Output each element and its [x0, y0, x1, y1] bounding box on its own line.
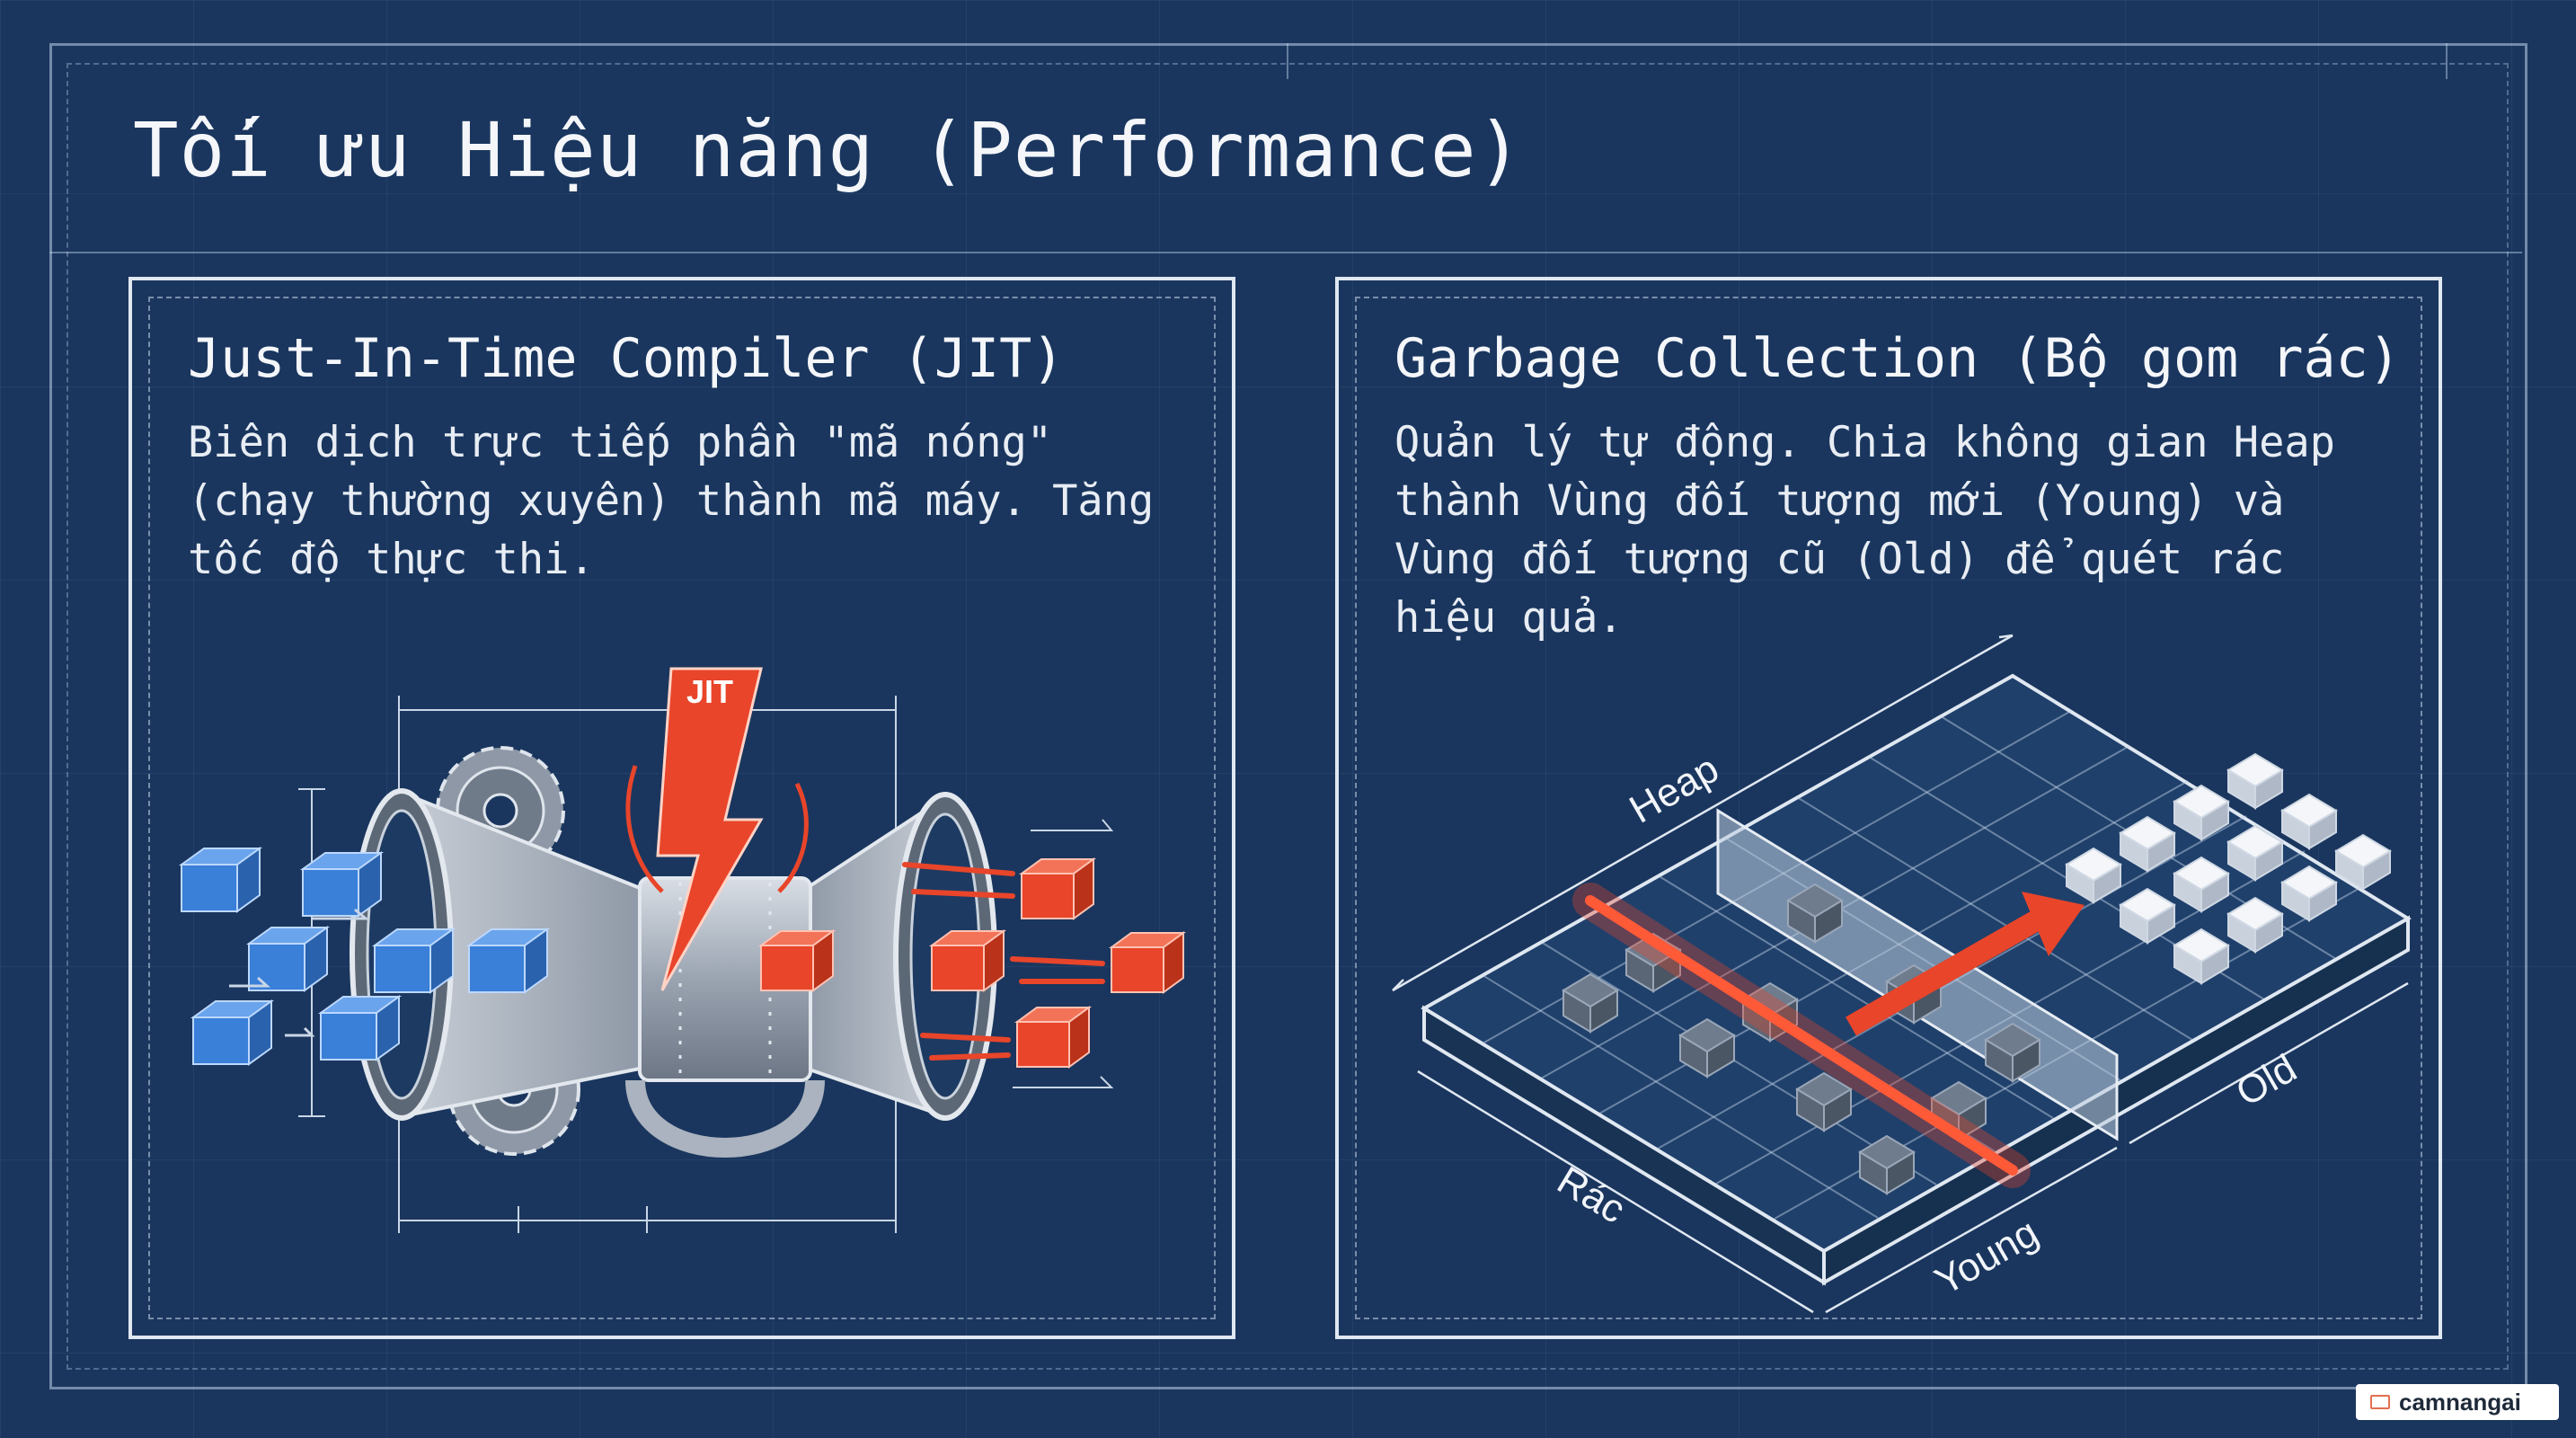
center-tick: [1287, 43, 1288, 79]
jit-heading: Just-In-Time Compiler (JIT): [188, 327, 1065, 390]
blue-cube-icon: [371, 928, 456, 994]
jit-bolt-label: JIT: [686, 673, 733, 710]
outer-frame: [49, 43, 2527, 1389]
jit-input-cubes: [178, 847, 551, 1066]
old-object-cube-icon: [2226, 752, 2284, 810]
jit-speed-lines: [902, 862, 1105, 1061]
old-object-cube-icon: [2334, 833, 2392, 891]
jit-panel-dashed-border: [148, 297, 1216, 1319]
red-cube-icon: [1018, 857, 1097, 920]
gc-sweep-beam: [1572, 883, 2031, 1188]
young-label: Young: [1928, 1211, 2046, 1304]
gc-panel: Garbage Collection (Bộ gom rác) Quản lý …: [1335, 277, 2442, 1339]
red-cube-icon: [928, 929, 1007, 992]
gc-dimension-lines: [1392, 634, 2409, 1314]
blue-cube-icon: [317, 995, 403, 1061]
blue-cube-icon: [178, 847, 263, 913]
garbage-cube-icon: [1624, 932, 1682, 993]
gc-heading: Garbage Collection (Bộ gom rác): [1394, 327, 2401, 390]
old-object-cube-icon: [2173, 784, 2230, 841]
jit-engine-core: [625, 876, 825, 1158]
right-tick: [2446, 43, 2448, 79]
watermark-badge: camnangai: [2356, 1384, 2559, 1420]
outer-frame-dashed: [66, 63, 2509, 1370]
blue-cube-icon: [465, 928, 551, 994]
blue-cube-icon: [190, 999, 275, 1066]
jit-description: Biên dịch trực tiếp phần "mã nóng" (chạy…: [188, 418, 1155, 584]
old-object-cube-icon: [2280, 793, 2338, 850]
header-rule: [49, 252, 2522, 253]
old-label: Old: [2229, 1046, 2305, 1115]
book-icon: [2370, 1395, 2390, 1409]
garbage-label: Rác: [1550, 1158, 1633, 1232]
garbage-cube-icon: [1786, 883, 1844, 944]
jit-flow-arrows: [229, 908, 370, 1037]
old-object-cube-icon: [2280, 865, 2338, 922]
old-object-cube-icon: [2173, 928, 2230, 985]
jit-panel: Just-In-Time Compiler (JIT) Biên dịch tr…: [128, 277, 1235, 1339]
old-object-cube-icon: [2065, 847, 2122, 904]
old-object-cube-icon: [2173, 856, 2230, 913]
old-object-cube-icon: [2226, 896, 2284, 954]
gc-illustration: Heap Rác Young Old: [1392, 634, 2412, 1314]
gc-panel-dashed-border: [1355, 297, 2422, 1319]
garbage-cube-icon: [1984, 1022, 2041, 1083]
slide-title: Tối ưu Hiệu năng (Performance): [133, 106, 1524, 194]
jit-output-cubes: [757, 857, 1187, 1069]
promotion-arrow-icon: [1846, 892, 2085, 1036]
heap-label: Heap: [1623, 747, 1727, 832]
red-cube-icon: [1014, 1006, 1093, 1069]
blue-cube-icon: [245, 926, 331, 992]
garbage-cube-icon: [1795, 1071, 1853, 1132]
red-cube-icon: [757, 929, 837, 992]
old-object-cube-icon: [2119, 815, 2176, 873]
lightning-bolt-icon: JIT: [625, 667, 809, 991]
old-generation-objects: [2065, 752, 2392, 985]
gc-description: Quản lý tự động. Chia không gian Heap th…: [1394, 418, 2335, 643]
blue-cube-icon: [299, 851, 385, 918]
red-cube-icon: [1108, 931, 1187, 994]
garbage-objects: [1562, 883, 2041, 1195]
watermark-text: camnangai: [2399, 1388, 2521, 1416]
garbage-cube-icon: [1678, 1017, 1736, 1078]
jit-illustration: JIT: [178, 667, 1187, 1233]
old-object-cube-icon: [2119, 887, 2176, 945]
old-object-cube-icon: [2226, 824, 2284, 882]
garbage-cube-icon: [1858, 1134, 1916, 1195]
garbage-cube-icon: [1562, 972, 1619, 1034]
